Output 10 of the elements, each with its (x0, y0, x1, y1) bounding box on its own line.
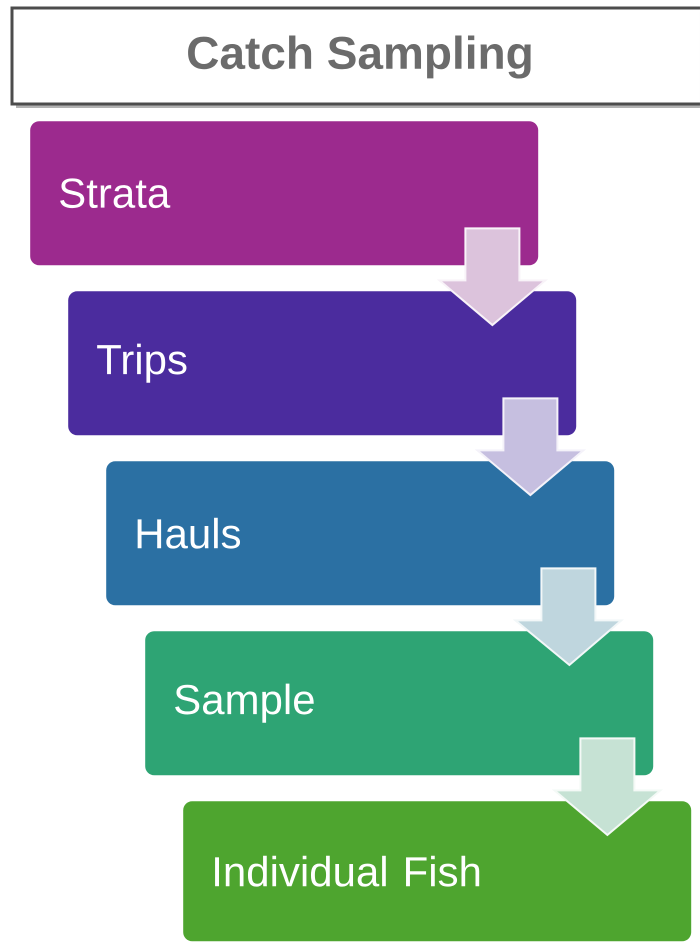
step-box: Individual Fish (183, 801, 692, 942)
block-arrow (436, 227, 548, 326)
step-box: Sample (145, 631, 654, 776)
step-box: Strata (30, 121, 538, 266)
step-box: Hauls (106, 461, 614, 606)
step-box: Trips (68, 291, 576, 436)
block-arrow (474, 397, 586, 496)
title-banner: Catch Sampling (10, 6, 700, 108)
block-arrow (552, 737, 664, 836)
block-arrow (512, 567, 624, 666)
